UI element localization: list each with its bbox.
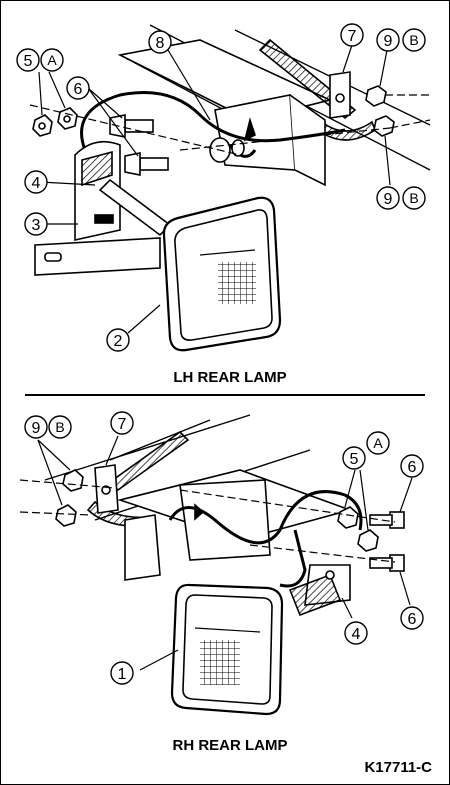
callout-1-rh: [110, 661, 134, 685]
callout-4-rh: [344, 621, 368, 645]
callout-b-label: B: [409, 32, 418, 48]
callout-1-label: 1: [118, 666, 127, 683]
callout-8-lh: [148, 30, 172, 54]
callout-6-lh: [66, 76, 90, 100]
lh-panel-title: LH REAR LAMP: [173, 369, 286, 386]
callout-5a-rh: [342, 431, 390, 470]
callout-5a-lh: [16, 48, 64, 72]
rh-panel-drawing: [19, 414, 413, 716]
callout-2-lh: [106, 328, 130, 352]
callout-9-label: 9: [384, 33, 393, 50]
callout-a-label: A: [373, 435, 383, 451]
callout-6-rh-top: [400, 454, 424, 478]
callout-9b-lh-top: [376, 28, 426, 52]
callout-6-rh-bottom: [400, 606, 424, 630]
rh-panel-title: RH REAR LAMP: [173, 737, 288, 754]
callout-b-label: B: [55, 419, 64, 435]
callout-5-label: 5: [24, 53, 33, 70]
callout-5-label: 5: [350, 451, 359, 468]
callout-6-label: 6: [408, 611, 417, 628]
callout-a-label: A: [47, 52, 57, 68]
callout-4-label: 4: [352, 626, 361, 643]
callouts: [16, 23, 426, 685]
callout-7-lh: [340, 23, 364, 47]
callout-3-label: 3: [32, 217, 41, 234]
callout-7-rh: [110, 411, 134, 435]
lh-panel-drawing: [29, 24, 431, 352]
callout-4-label: 4: [32, 175, 41, 192]
callout-3-lh: [24, 212, 48, 236]
callout-9b-lh-bottom: [376, 186, 426, 210]
callout-7-label: 7: [348, 28, 357, 45]
figure-code: K17711-C: [364, 759, 432, 776]
callout-9b-rh: [24, 415, 72, 439]
callout-8-label: 8: [156, 35, 165, 52]
callout-6-label: 6: [408, 459, 417, 476]
callout-7-label: 7: [118, 416, 127, 433]
callout-4-lh: [24, 170, 48, 194]
callout-9-label: 9: [384, 191, 393, 208]
callout-text: 5 A 6 8 7 9 B 9 B 4 3 2 9 B 7 5 A 6 6 4 …: [24, 28, 419, 683]
callout-2-label: 2: [114, 333, 123, 350]
callout-9-label: 9: [32, 420, 41, 437]
callout-6-label: 6: [74, 81, 83, 98]
callout-b-label: B: [409, 190, 418, 206]
